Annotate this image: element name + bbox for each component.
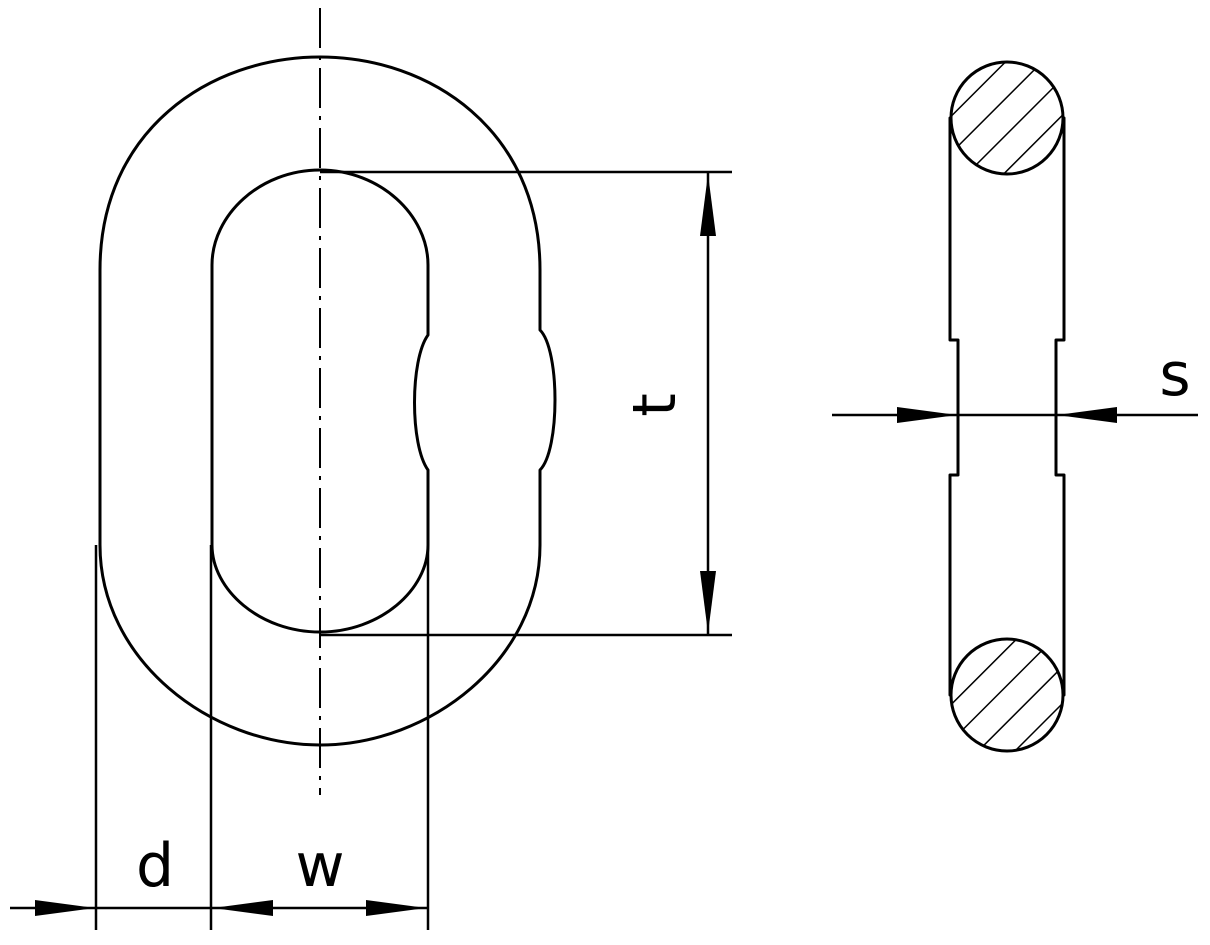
dimension-s: s (832, 340, 1198, 423)
front-view: t d w (10, 8, 732, 930)
link-inner-contour (210, 168, 430, 634)
bottom-cross-section (949, 637, 1065, 753)
link-outer-contour (98, 55, 557, 747)
dimension-t: t (320, 170, 732, 637)
label-s: s (1159, 340, 1190, 410)
side-section-view: s (832, 60, 1198, 753)
label-t: t (620, 393, 690, 417)
dimension-d-w: d w (10, 545, 430, 930)
label-d: d (136, 831, 174, 901)
top-cross-section (949, 60, 1065, 176)
label-w: w (295, 831, 344, 901)
side-outline-left (948, 116, 960, 697)
side-outline-right (1054, 116, 1066, 697)
